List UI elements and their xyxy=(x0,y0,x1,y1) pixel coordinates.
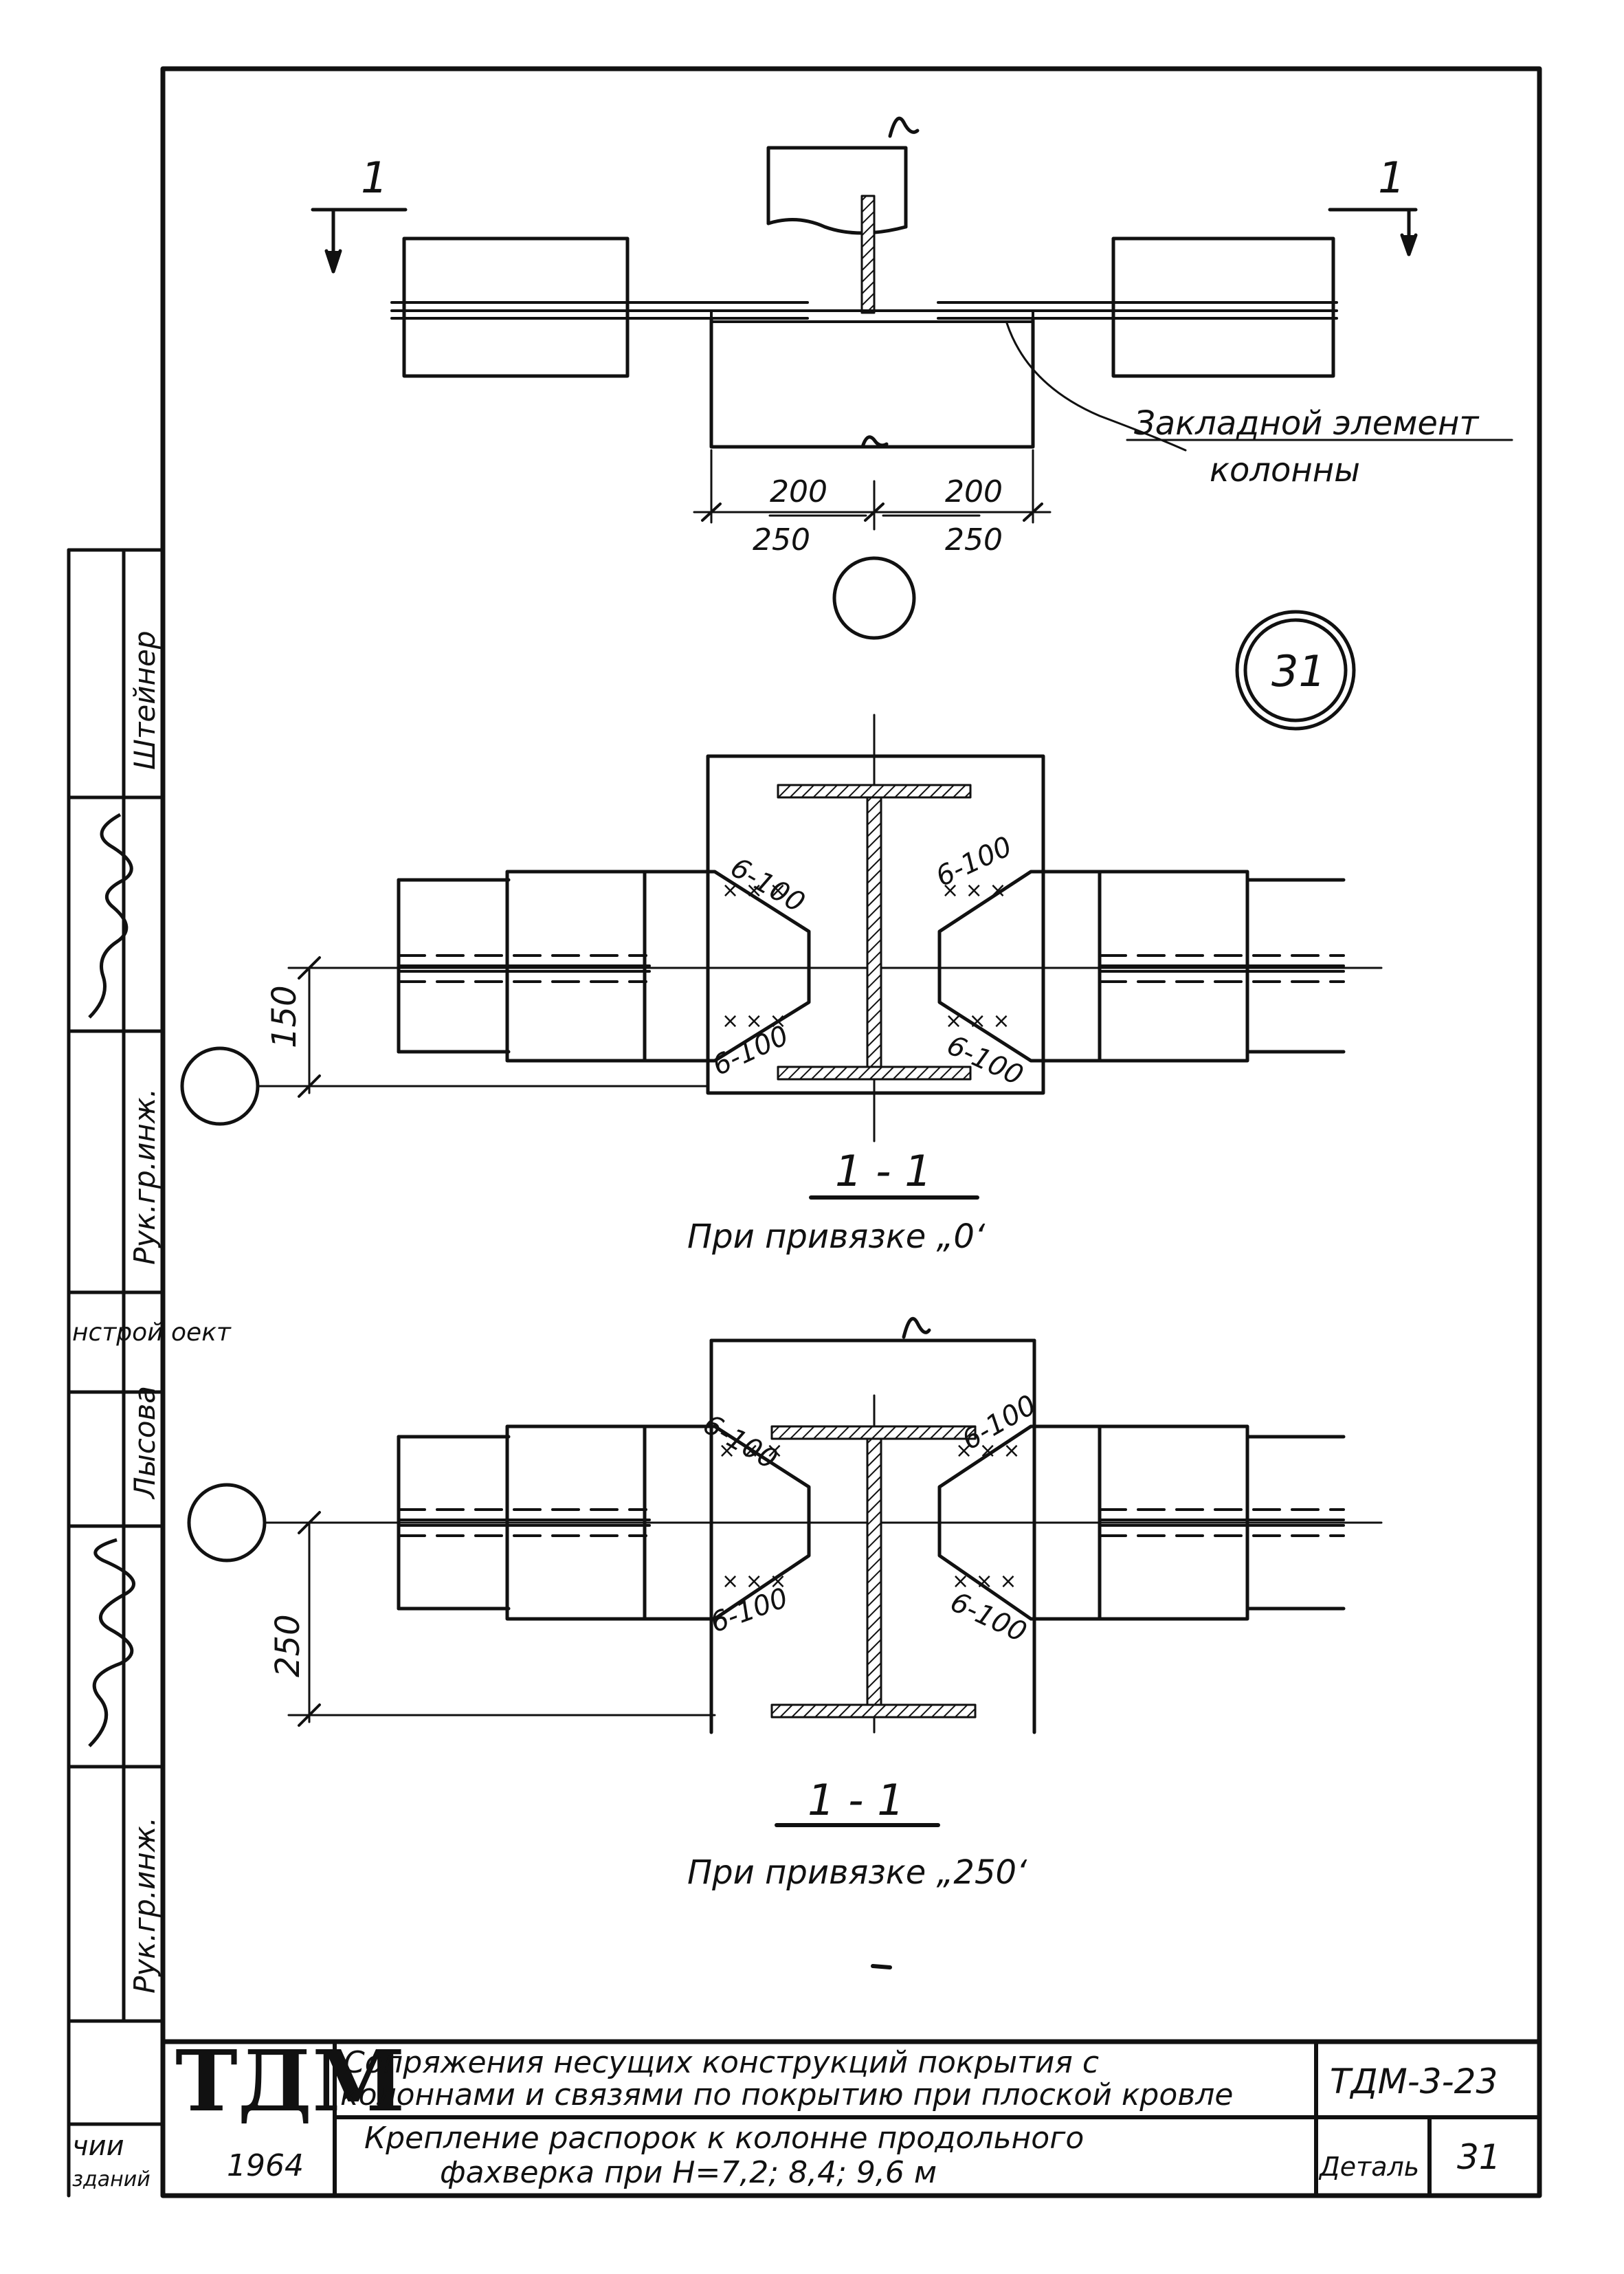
title-block xyxy=(333,2040,1542,2198)
detail-bubble xyxy=(1235,610,1356,731)
weld-label: 6-100 xyxy=(708,1019,794,1082)
weld-label: 6-100 xyxy=(942,1029,1028,1092)
dim-250-vertical: 250 xyxy=(269,1614,307,1677)
title-line2: колоннами и связями по покрытию при плос… xyxy=(340,2077,1233,2112)
section-2-title: 1 - 1 xyxy=(808,1775,904,1825)
stamp-org: нстрой оект xyxy=(72,1318,232,1347)
section-1-caption: При привязке „0‘ xyxy=(687,1217,986,1256)
subtitle-line2: фахверка при Н=7,2; 8,4; 9,6 м xyxy=(440,2155,937,2190)
svg-text:× × ×: × × × xyxy=(945,1009,1010,1033)
stamp-name-1: Штейнер xyxy=(128,631,162,770)
callout-label-line2: колонны xyxy=(1210,451,1360,489)
section-2-caption: При привязке „250‘ xyxy=(687,1853,1027,1892)
svg-text:× × ×: × × × xyxy=(722,1569,786,1593)
svg-text:× × ×: × × × xyxy=(955,1439,1020,1463)
weld-label: 6-100 xyxy=(957,1389,1042,1457)
year: 1964 xyxy=(227,2148,304,2183)
dim-200-right: 200 xyxy=(945,474,1003,509)
svg-text:× × ×: × × × xyxy=(942,879,1006,903)
section-view-1 xyxy=(180,714,1383,1200)
side-stamp xyxy=(67,548,165,2198)
stamp-bottom-1: чии xyxy=(72,2130,124,2162)
weld-label: 6-100 xyxy=(707,1582,792,1639)
detail-number: 31 xyxy=(1271,646,1326,696)
weld-marks: × × × × × × × × × × × × × × × × × × × × … xyxy=(718,879,1020,1593)
stamp-name-2: Лысова xyxy=(128,1386,162,1500)
doc-code: ТДМ-3-23 xyxy=(1330,2062,1498,2101)
stamp-bottom-2: зданий xyxy=(72,2167,151,2192)
weld-label: 6-100 xyxy=(698,1409,783,1476)
svg-text:× × ×: × × × xyxy=(722,879,786,903)
svg-text:× × ×: × × × xyxy=(722,1009,786,1033)
detail-label: Деталь xyxy=(1318,2152,1419,2182)
title-line1: Сопряжения несущих конструкций покрытия … xyxy=(344,2045,1099,2080)
weld-label: 6-100 xyxy=(931,830,1017,893)
weld-label: 6-100 xyxy=(725,852,810,919)
tdm-logo: ТДМ xyxy=(175,2031,405,2130)
dim-150: 150 xyxy=(265,985,304,1048)
section-mark-left: 1 xyxy=(361,153,388,203)
svg-text:× × ×: × × × xyxy=(718,1439,783,1463)
stamp-role-2: Рук.гр.инж. xyxy=(128,1817,162,1994)
weld-label: 6-100 xyxy=(946,1586,1032,1648)
detail-value: 31 xyxy=(1457,2137,1501,2177)
callout-label-line1: Закладной элемент xyxy=(1134,404,1480,443)
section-mark-right: 1 xyxy=(1378,153,1405,203)
signature xyxy=(88,813,133,1019)
signature xyxy=(88,1538,135,1747)
dim-200-left: 200 xyxy=(770,474,827,509)
section-1-title: 1 - 1 xyxy=(835,1146,932,1196)
dim-250-left: 250 xyxy=(753,522,810,558)
section-view-2 xyxy=(187,1316,1383,1969)
dim-250-right: 250 xyxy=(945,522,1003,558)
svg-text:× × ×: × × × xyxy=(952,1569,1016,1593)
plan-view xyxy=(311,116,1513,640)
subtitle-line1: Крепление распорок к колонне продольного xyxy=(364,2121,1084,2156)
sheet-frame xyxy=(160,66,1542,2198)
stamp-role-1: Рук.гр.инж. xyxy=(128,1088,162,1265)
